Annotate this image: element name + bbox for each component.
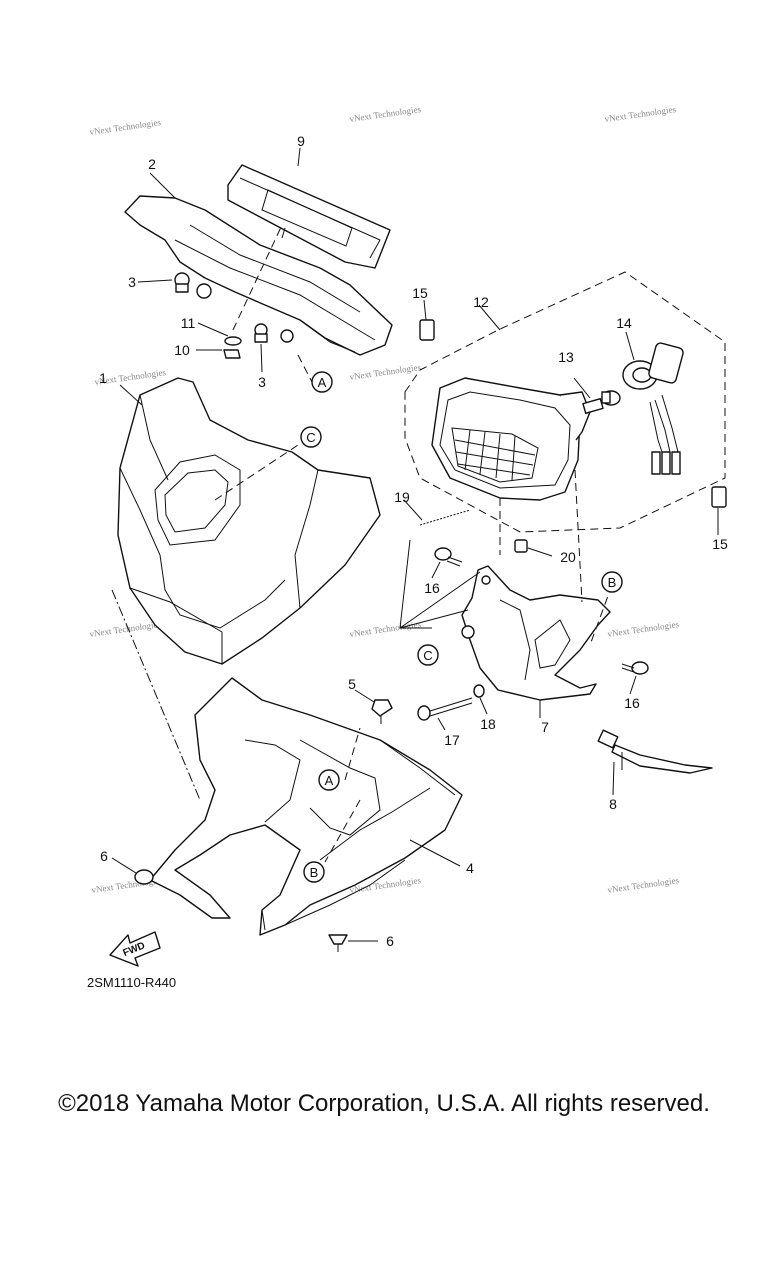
- part-9-meter-panel: [227, 164, 391, 269]
- part-14-socket: [622, 342, 684, 475]
- callout-2: 2: [148, 156, 156, 172]
- callout-14: 14: [616, 315, 632, 331]
- watermark: vNext Technologies: [349, 104, 422, 124]
- ref-letter: A: [318, 375, 327, 390]
- callout-13: 13: [558, 349, 574, 365]
- part-1-front-cowl: [117, 377, 381, 665]
- callout-3: 3: [128, 274, 136, 290]
- callout-18: 18: [480, 716, 496, 732]
- callout-4: 4: [466, 860, 474, 876]
- part-8-cable-tie: [597, 729, 713, 774]
- diagram-code: 2SM1110-R440: [87, 975, 176, 990]
- part-5-bolt: [371, 699, 393, 724]
- callout-19: 19: [394, 489, 410, 505]
- part-7-bracket: [461, 565, 611, 701]
- part-4-lower-fairing: [149, 677, 463, 936]
- callout-1: 1: [99, 370, 107, 386]
- reference-markers: A A B B C C: [300, 371, 623, 883]
- callout-3: 3: [258, 374, 266, 390]
- part-16-bolts: [434, 547, 649, 675]
- part-3-screws: [174, 272, 268, 343]
- watermark: vNext Technologies: [604, 104, 677, 124]
- watermark: vNext Technologies: [89, 619, 162, 639]
- ref-letter: B: [310, 865, 319, 880]
- watermark: vNext Technologies: [607, 619, 680, 639]
- callout-15: 15: [712, 536, 728, 552]
- callout-numbers: 1 2 3 3 4 5 6 6 7 8 9 10 11 12 13 14 15 …: [99, 133, 728, 949]
- callout-20: 20: [560, 549, 576, 565]
- part-2-cowl-bracket: [124, 195, 393, 356]
- callout-10: 10: [174, 342, 190, 358]
- part-15-clips: [419, 319, 727, 508]
- watermark: vNext Technologies: [607, 875, 680, 895]
- callout-6: 6: [100, 848, 108, 864]
- watermark: vNext Technologies: [349, 619, 422, 639]
- part-6-clips: [134, 869, 348, 952]
- callout-7: 7: [541, 719, 549, 735]
- part-18-washer: [473, 684, 485, 698]
- callout-5: 5: [348, 676, 356, 692]
- ref-letter: C: [423, 648, 432, 663]
- watermark: vNext Technologies: [349, 362, 422, 382]
- callout-12: 12: [473, 294, 489, 310]
- copyright-notice: ©2018 Yamaha Motor Corporation, U.S.A. A…: [58, 1090, 710, 1117]
- callout-15: 15: [412, 285, 428, 301]
- part-13-bulb: [582, 390, 621, 414]
- part-19-spring: [419, 509, 471, 526]
- ref-letter: A: [325, 773, 334, 788]
- assembly-12-boundary: [404, 271, 726, 533]
- part-10-11-nut-washer: [223, 336, 242, 359]
- callout-6: 6: [386, 933, 394, 949]
- callout-11: 11: [181, 315, 196, 331]
- callout-9: 9: [297, 133, 305, 149]
- callout-16: 16: [624, 695, 640, 711]
- part-17-bolt: [417, 697, 473, 721]
- part-13-headlight: [431, 377, 591, 501]
- ref-letter: B: [608, 575, 617, 590]
- leader-lines: [111, 147, 719, 942]
- ref-letter: C: [306, 430, 315, 445]
- watermark: vNext Technologies: [89, 117, 162, 137]
- callout-16: 16: [424, 580, 440, 596]
- fwd-arrow: FWD: [109, 931, 161, 967]
- part-20-nut: [514, 539, 528, 553]
- callout-8: 8: [609, 796, 617, 812]
- callout-17: 17: [444, 732, 460, 748]
